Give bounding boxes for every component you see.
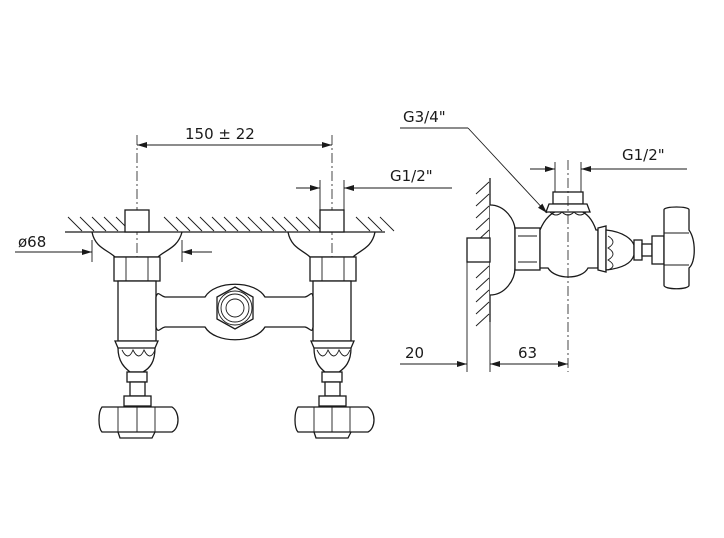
hatch-line (283, 216, 299, 232)
dimension-projection: 63 (518, 344, 537, 362)
dimension-inlet-thread-side: G1/2" (622, 146, 665, 164)
hatch-line (79, 216, 95, 232)
hatch-line (259, 216, 275, 232)
side-wall-hatching (475, 181, 490, 327)
hatch-line (475, 193, 490, 207)
hatch-line (475, 313, 490, 327)
dimension-escutcheon-diameter: ø68 (18, 233, 46, 251)
hatch-line (103, 216, 119, 232)
hatch-line (223, 216, 239, 232)
hatch-line (355, 216, 371, 232)
front-view: 150 ± 22 ø68 G1/2" (15, 125, 452, 439)
hatch-line (235, 216, 251, 232)
hatch-line (475, 217, 490, 231)
hatch-line (247, 216, 263, 232)
hatch-line (379, 216, 395, 232)
hatch-line (367, 216, 383, 232)
dimension-wall-offset: 20 (405, 344, 424, 362)
hatch-line (295, 216, 311, 232)
cross-body (155, 283, 314, 341)
hatch-line (475, 301, 490, 315)
dimension-center-distance: 150 ± 22 (185, 125, 255, 143)
hatch-line (475, 205, 490, 219)
hatch-line (475, 277, 490, 291)
hatch-line (175, 216, 191, 232)
hatch-line (475, 265, 490, 279)
hatch-line (211, 216, 227, 232)
hatch-line (475, 181, 490, 195)
hatch-line (199, 216, 215, 232)
hatch-line (475, 289, 490, 303)
left-valve (91, 209, 183, 439)
hatch-line (163, 216, 179, 232)
dimension-inlet-thread-front: G1/2" (390, 167, 433, 185)
hatch-line (67, 216, 83, 232)
wall-hatching (67, 216, 395, 232)
hatch-line (91, 216, 107, 232)
hatch-line (271, 216, 287, 232)
hatch-line (187, 216, 203, 232)
right-valve (287, 209, 376, 439)
side-view: G3/4" G1/2" 20 63 (400, 108, 695, 372)
dimension-outlet-thread: G3/4" (403, 108, 446, 126)
